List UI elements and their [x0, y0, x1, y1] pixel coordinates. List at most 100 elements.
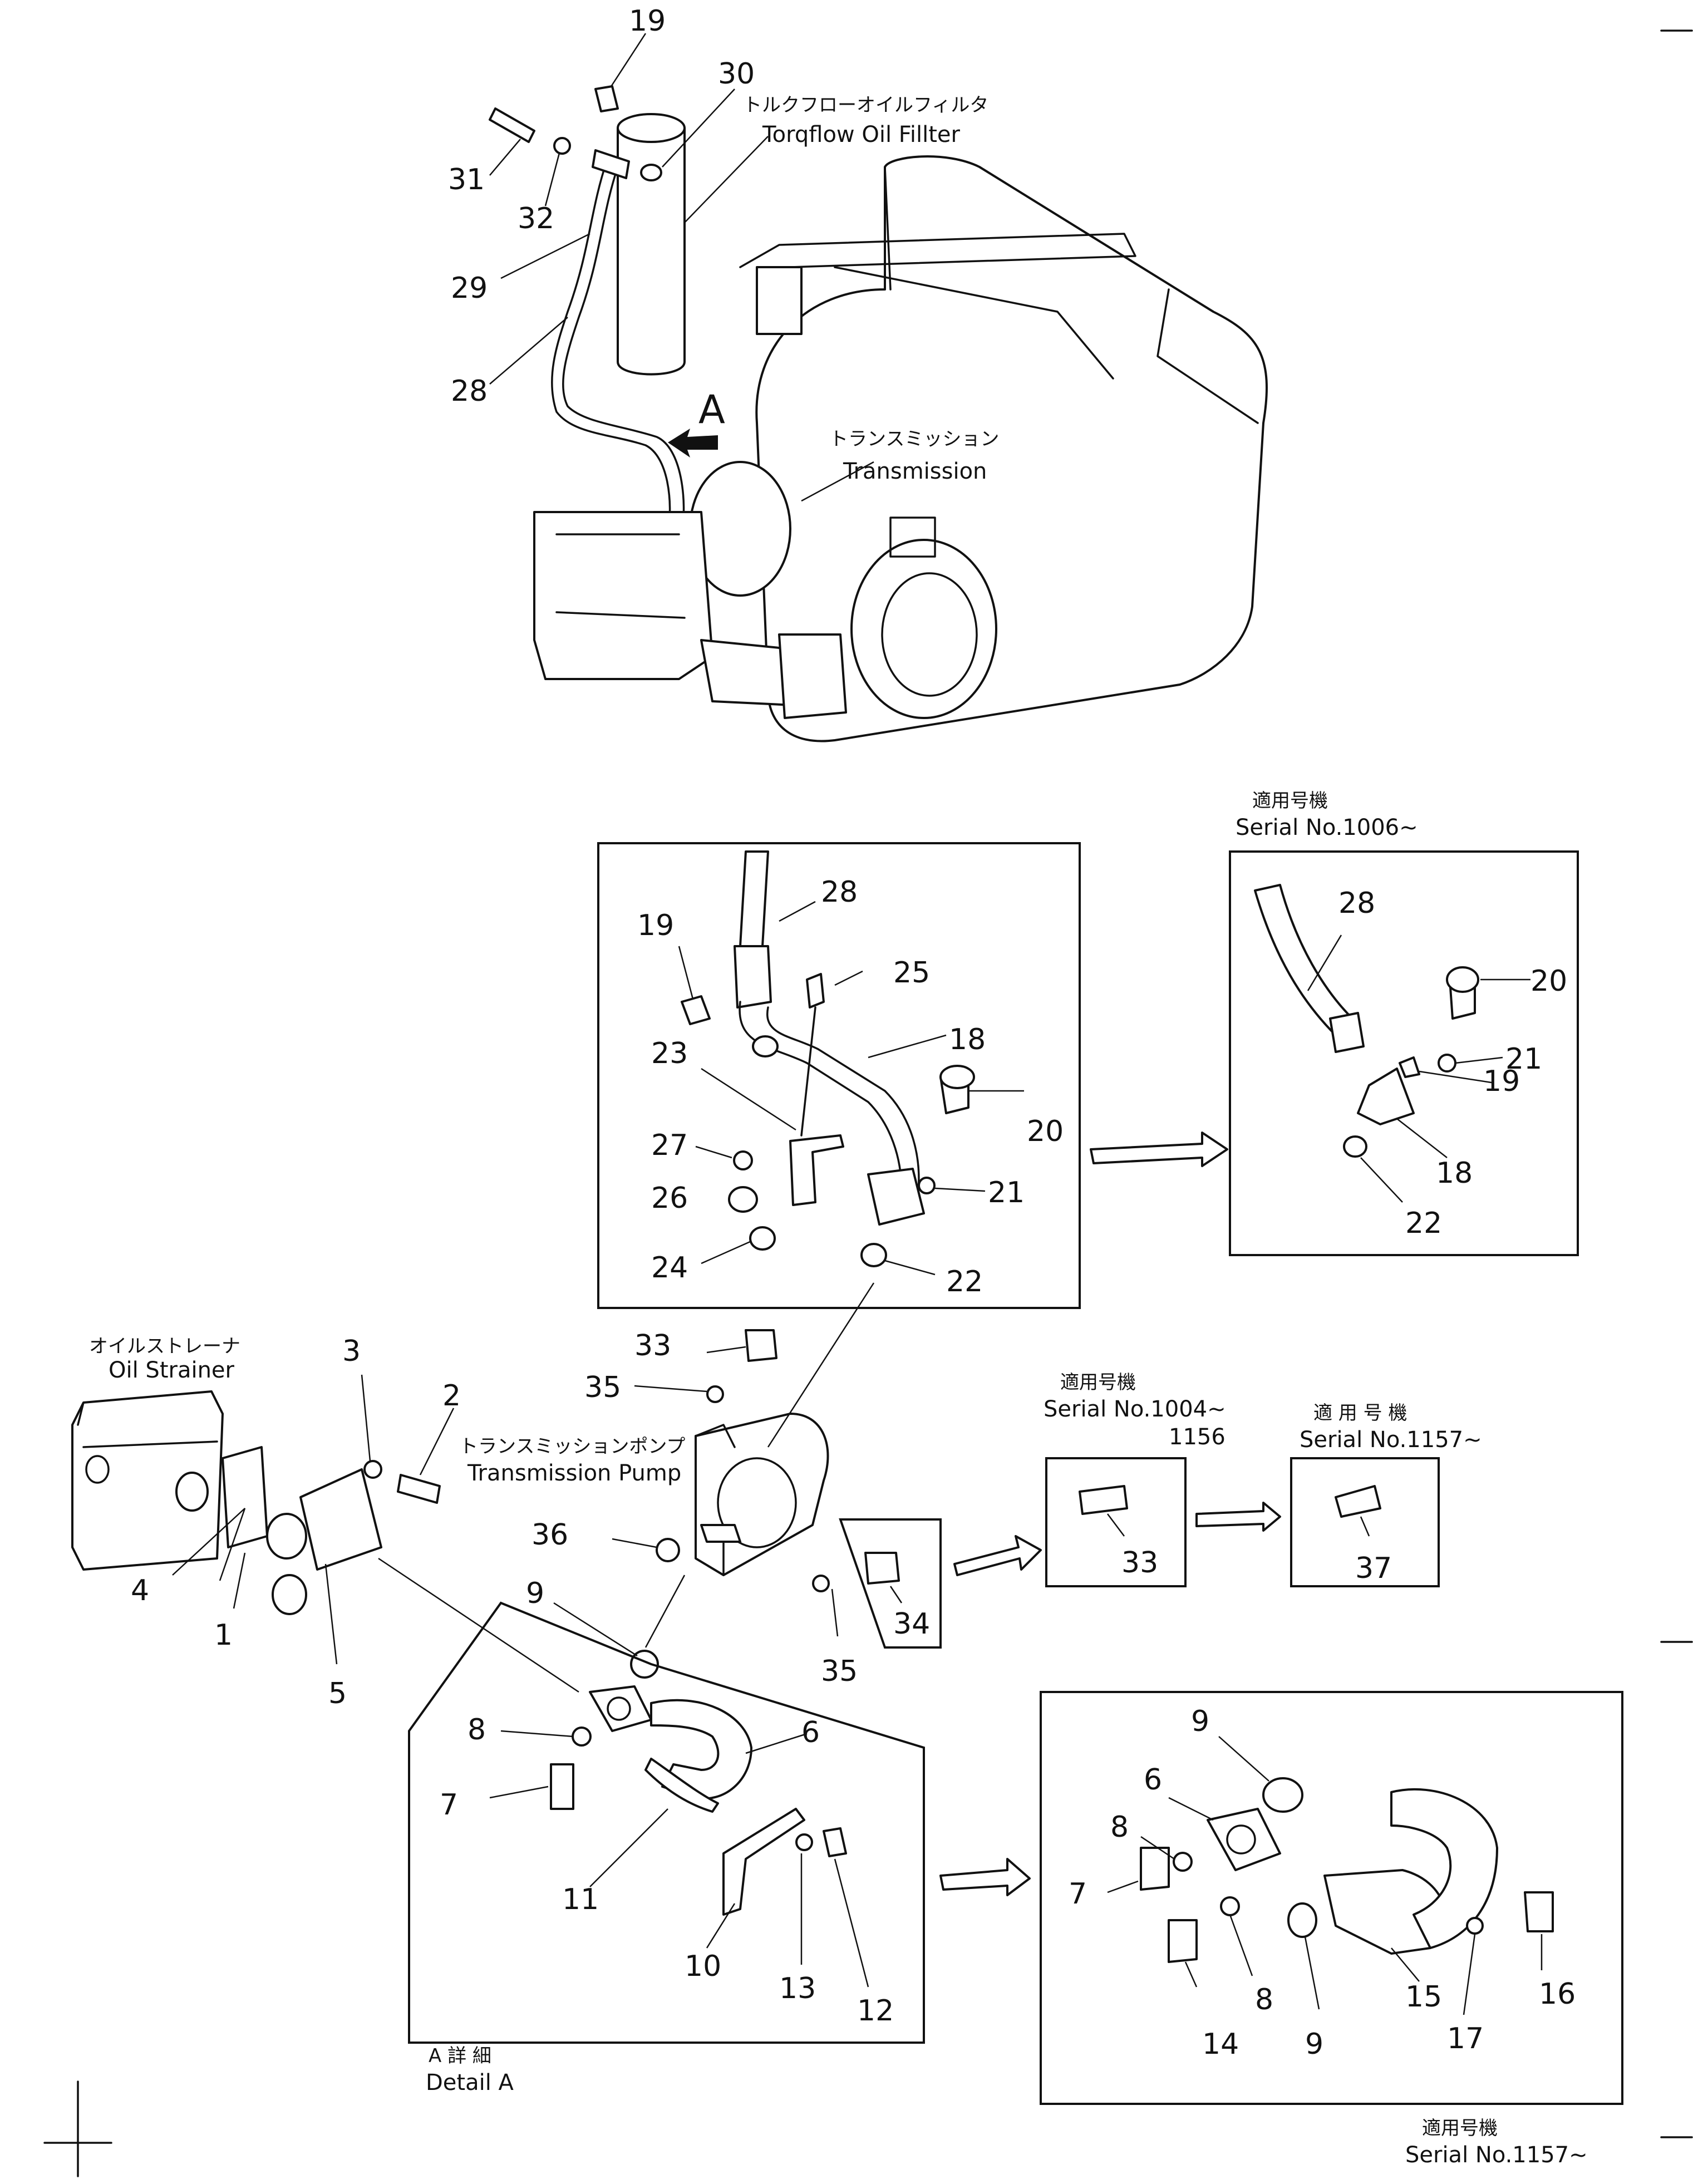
part-26-nut — [728, 1186, 758, 1213]
leader-7 — [489, 1785, 549, 1799]
filter-label-jp: トルクフローオイルフィルタ — [743, 94, 988, 116]
filter-label-en: Torqflow Oil Fillter — [762, 122, 960, 147]
serial1157-large-box: 9 6 8 7 14 8 9 15 17 16 適用号機 Serial No.1… — [1040, 1691, 1623, 2168]
callout-24: 24 — [651, 1251, 688, 1285]
part-24-nut — [749, 1226, 776, 1251]
part-22-oring — [860, 1243, 887, 1267]
serial1006-box: 適用号機 Serial No.1006~ 28 20 21 19 18 22 — [1229, 790, 1579, 1256]
leader-5 — [324, 1563, 338, 1665]
callout-16: 16 — [1539, 1978, 1576, 2011]
callout-8c: 8 — [1255, 1983, 1273, 2016]
arrow-to-serial1006-icon — [1090, 1132, 1228, 1167]
arrow-to-serial1004-icon — [953, 1535, 1042, 1576]
callout-20c: 20 — [1530, 965, 1567, 998]
bolt-14 — [1168, 1919, 1198, 1963]
callout-21: 21 — [988, 1176, 1025, 1209]
leader-18c — [1396, 1118, 1448, 1158]
oil-strainer — [71, 1390, 224, 1571]
bolt-37 — [1335, 1485, 1381, 1518]
leader-36 — [612, 1538, 657, 1548]
leader-3 — [361, 1374, 371, 1462]
callout-18c: 18 — [1436, 1157, 1473, 1190]
detail-a-frame — [408, 1601, 925, 2044]
strainer-label-jp: オイルストレーナ — [89, 1335, 240, 1357]
callout-8b: 8 — [1110, 1811, 1129, 1844]
leader-31 — [489, 139, 521, 176]
callout-29: 29 — [451, 272, 488, 305]
callout-35b: 35 — [821, 1655, 858, 1688]
clamp-11 — [644, 1758, 719, 1813]
leader-transmission — [801, 461, 874, 502]
leader-14 — [1184, 1961, 1198, 1988]
callout-9a: 9 — [526, 1577, 544, 1610]
bolt34-frame — [839, 1518, 942, 1649]
pump-label-en: Transmission Pump — [467, 1460, 681, 1486]
leader-8 — [500, 1730, 574, 1738]
serial1004-label-jp: 適用号機 — [1060, 1371, 1136, 1394]
arrow-to-serial1157b-icon — [939, 1858, 1031, 1896]
leader-17 — [1463, 1934, 1476, 2015]
leader-37 — [1360, 1516, 1370, 1537]
leader-30 — [662, 88, 735, 168]
callout-31: 31 — [448, 163, 485, 196]
callout-28: 28 — [451, 375, 488, 408]
leader-19c — [1419, 1070, 1492, 1084]
part-30-oring — [640, 164, 662, 181]
washer-3 — [363, 1460, 382, 1479]
callout-19c: 19 — [1483, 1065, 1520, 1098]
housing-ridge — [978, 166, 1259, 424]
pipe-18-bead — [752, 1035, 779, 1057]
washer-8c — [1220, 1896, 1240, 1916]
detail-label-jp: A 詳 細 — [429, 2045, 491, 2067]
top-leaders — [489, 33, 874, 502]
hose-28 — [739, 850, 769, 947]
callout-14: 14 — [1202, 2028, 1239, 2061]
leader-35b — [831, 1588, 839, 1637]
leader-12 — [834, 1858, 869, 1988]
pipe-1-end — [272, 1574, 307, 1615]
callout-8: 8 — [467, 1713, 486, 1747]
callout-23: 23 — [651, 1037, 688, 1070]
serial1004-frame — [1045, 1457, 1187, 1587]
leader-2 — [419, 1408, 455, 1475]
leader-9c — [1304, 1936, 1320, 2010]
washer-17 — [1466, 1917, 1484, 1935]
pipe-1-flange — [222, 1446, 268, 1548]
hose-28-29 — [550, 160, 671, 535]
callout-3: 3 — [342, 1335, 361, 1368]
serial1157a-label-jp: 適 用 号 機 — [1313, 1402, 1407, 1424]
leader-19 — [608, 33, 647, 90]
serial1157-small-box: 適 用 号 機 Serial No.1157~ 37 — [1290, 1402, 1482, 1587]
leader-25 — [834, 970, 863, 986]
callout-25: 25 — [893, 956, 930, 990]
leader-6b — [1168, 1797, 1214, 1821]
hose-28-ferrule — [734, 945, 772, 1009]
housing-top-line — [834, 266, 1114, 380]
part-31-bolt — [489, 107, 535, 143]
callout-11: 11 — [562, 1883, 599, 1916]
callout-19: 19 — [629, 4, 666, 38]
washer-35a — [706, 1385, 724, 1403]
callout-6: 6 — [801, 1716, 820, 1749]
clamp-25 — [806, 973, 825, 1009]
edge-marks — [1660, 29, 1693, 2138]
bracket-10 — [722, 1808, 805, 1916]
serial1157a-label-en: Serial No.1157~ — [1300, 1427, 1482, 1453]
bolt-34 — [864, 1552, 900, 1585]
pump-block-detail — [555, 533, 686, 619]
flange-6b — [1207, 1808, 1281, 1871]
transmission-cover — [850, 539, 997, 719]
leader-19b — [678, 946, 694, 1000]
hose-28c-fitting — [1329, 1012, 1365, 1053]
transmission-label-en: Transmission — [843, 459, 987, 484]
nut-12 — [823, 1827, 847, 1857]
oil-strainer-edge — [77, 1401, 218, 1448]
serial1157b-frame — [1040, 1691, 1623, 2105]
strainer-outlet — [175, 1472, 209, 1512]
part-20-head — [939, 1065, 975, 1089]
callout-26: 26 — [651, 1182, 688, 1215]
callout-1: 1 — [214, 1619, 233, 1652]
washer-8 — [572, 1726, 592, 1747]
bolt-16 — [1524, 1891, 1554, 1932]
hose-5 — [299, 1468, 382, 1571]
